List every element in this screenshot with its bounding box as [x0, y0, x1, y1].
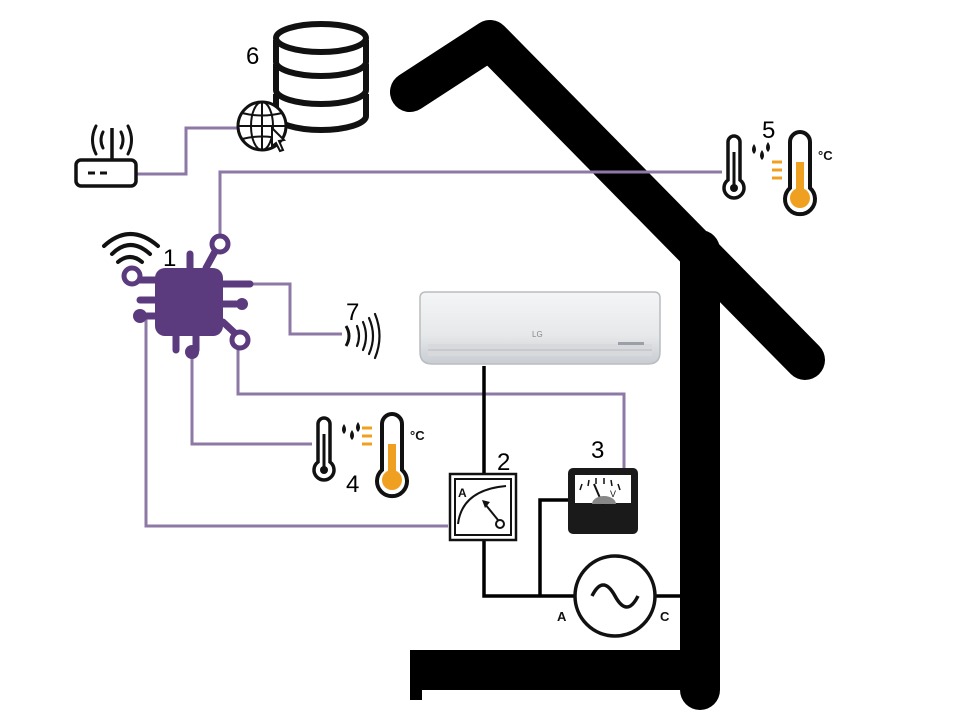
iot-controller: 1	[102, 232, 254, 359]
controller-label: 1	[163, 245, 176, 272]
voltmeter-label: 3	[591, 437, 604, 464]
outdoor-unit-label: °C	[818, 148, 833, 163]
outdoor-sensor-label: 5	[762, 117, 775, 144]
ammeter-label: 2	[497, 449, 510, 476]
ac-indoor-unit: LG	[419, 291, 661, 365]
indoor-sensor-label: 4	[346, 471, 359, 498]
thermometer-icon	[722, 134, 746, 200]
indoor-sensor: °C 4	[312, 412, 425, 499]
temperature-icon	[783, 130, 817, 217]
outdoor-sensor: 5 °C	[722, 117, 833, 217]
ir-emitter-label: 7	[346, 299, 359, 326]
voltmeter-symbol: V	[610, 489, 616, 499]
ir-waves-icon	[355, 312, 381, 360]
terminal-c-label: C	[660, 609, 670, 624]
temperature-icon	[375, 412, 409, 499]
ammeter: 2 A	[448, 449, 518, 542]
wifi-icon	[102, 232, 160, 264]
router-icon	[74, 124, 138, 188]
purple-wires	[135, 126, 722, 528]
droplets-icon	[752, 142, 770, 160]
indoor-unit-label: °C	[410, 428, 425, 443]
database-label: 6	[246, 43, 259, 70]
power-wires	[482, 366, 700, 598]
globe-cursor-icon	[236, 100, 288, 153]
thermometer-icon	[312, 416, 336, 482]
ir-emitter: 7	[344, 299, 381, 360]
ac-brand-label: LG	[532, 330, 543, 339]
voltmeter: 3 V	[568, 437, 638, 534]
terminal-a-label: A	[557, 609, 567, 624]
house-outline	[390, 20, 825, 710]
ac-power-source: A C	[557, 554, 670, 638]
ammeter-symbol: A	[458, 486, 467, 500]
droplets-icon	[342, 422, 360, 440]
database-icon: 6	[246, 21, 369, 133]
